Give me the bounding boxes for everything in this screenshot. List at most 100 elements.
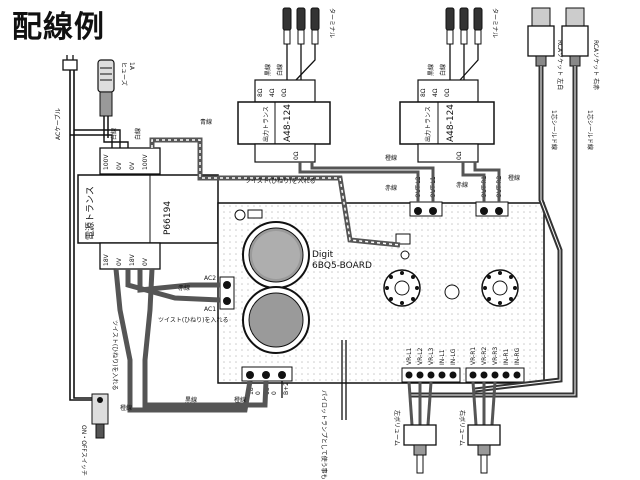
input-pad-label: VR-L1	[406, 347, 413, 365]
output-tap: 4Ω	[432, 88, 439, 97]
secondary-tap: 18V	[103, 253, 110, 266]
twisted-heater-wire-top	[149, 137, 401, 248]
output-wire-label: 白線	[439, 64, 447, 76]
input-pad-label: VR-R1	[470, 347, 477, 365]
shielded-cable-right	[410, 66, 578, 398]
output-tap: 4Ω	[269, 88, 276, 97]
power-transformer-label: 電源トランス	[85, 186, 96, 240]
volume-wires	[407, 381, 497, 426]
ac-pad-label: AC1	[204, 306, 216, 313]
input-pad-label: IN-L1	[439, 349, 446, 365]
board-name-line2: 6BQ5-BOARD	[312, 261, 372, 271]
terminal-label: ターミナル	[328, 8, 336, 38]
wire-label: 橙線	[508, 174, 520, 182]
rca-right-label: RCAソケット 右赤	[592, 40, 600, 90]
rca-left-label: RCAソケット 左白	[556, 40, 564, 90]
input-pad-label: IN-R1	[503, 348, 510, 365]
ac-cable	[69, 70, 95, 401]
primary-tap: 0V	[116, 161, 123, 170]
terminal-wires	[286, 44, 479, 81]
input-pad-label: VR-R3	[492, 347, 499, 365]
filter-capacitor-icon	[242, 221, 310, 289]
output-tap: 8Ω	[257, 88, 264, 97]
speaker-terminal-icon	[282, 7, 320, 45]
shield-right-label: 1芯シールド線	[586, 110, 594, 150]
wire-label: 橙線	[120, 404, 132, 412]
secondary-taps: 18V 0V 18V 0V	[103, 253, 149, 266]
power-transformer-model: P66194	[163, 201, 173, 235]
bottom-pad-label: 0	[255, 391, 262, 395]
input-pads	[401, 367, 525, 383]
pilot-lamp-label: パイロットランプとして使う事も	[320, 390, 328, 480]
wire-label: 青線	[200, 118, 212, 126]
primary-wire-label: 白線	[110, 128, 118, 140]
input-pad-label: VR-R2	[481, 347, 488, 365]
wire-label: ツイスト(ひねり)を入れる	[158, 317, 229, 324]
ac-pad-label: AC2	[204, 275, 216, 282]
primary-wire-label: 白線	[134, 128, 142, 140]
output-tap: 0Ω	[456, 151, 463, 160]
input-pad-label: IN-RG	[514, 347, 521, 365]
primary-tap: 0V	[129, 161, 136, 170]
bottom-pad-label: B+2	[283, 382, 290, 395]
secondary-tap: 0V	[142, 257, 149, 266]
output-wire-label: 黒線	[427, 64, 435, 76]
output-wire-label: 黒線	[264, 64, 272, 76]
ac-cable-label: ACケーブル	[54, 108, 62, 140]
primary-tap: 100V	[142, 154, 149, 170]
input-pad-label: IN-LG	[450, 348, 457, 365]
pilot-lamp-wire	[281, 340, 347, 420]
fuse-label: ヒューズ	[120, 62, 128, 86]
shield-left-label: 1芯シールド線	[550, 110, 558, 150]
wire-label: 黒線	[185, 396, 197, 404]
wire-label: ツイスト(ひねり)を入れる	[111, 320, 118, 391]
terminal-label: ターミナル	[491, 8, 499, 38]
ac-plug-icon	[62, 55, 78, 71]
board-name-line1: Digit	[312, 250, 334, 260]
output-tap: 0Ω	[281, 88, 288, 97]
volume-knob-icon	[403, 424, 437, 474]
page-title: 配線例	[12, 10, 105, 45]
shielded-cable-left	[474, 66, 563, 393]
board-hole	[400, 250, 410, 260]
tube-socket-icon	[383, 269, 421, 307]
input-pad-label: VR-L3	[428, 347, 435, 365]
volume-left-label: 左ボリューム	[393, 410, 401, 446]
wire-label: 橙線	[234, 396, 246, 404]
output-transformer-model: A48-124	[446, 104, 456, 142]
ac-pads	[219, 276, 235, 310]
wire-label: 赤線	[178, 284, 190, 292]
fuse-rating: 1A	[128, 62, 135, 71]
wire-label: 橙線	[385, 154, 397, 162]
output-taps-right: 8Ω 4Ω 0Ω 0Ω	[420, 88, 463, 160]
output-transformer-model: A48-124	[283, 104, 293, 142]
board-hole	[444, 284, 460, 300]
output-tap: 8Ω	[420, 88, 427, 97]
twisted-ac-wire	[125, 269, 221, 303]
output-tap: 0Ω	[444, 88, 451, 97]
input-pad-labels: VR-L1 VR-L2 VR-L3 IN-L1 IN-LG VR-R1 VR-R…	[406, 347, 521, 365]
primary-tap: 100V	[103, 154, 110, 170]
bottom-pads	[241, 366, 293, 382]
bottom-pad-label: 18	[248, 387, 255, 395]
tube-socket-icon	[481, 269, 519, 307]
wire-label: 赤線	[456, 181, 468, 189]
filter-capacitor-icon	[242, 286, 310, 354]
bottom-pad-label: 0	[271, 391, 278, 395]
output-taps-left: 8Ω 4Ω 0Ω 0Ω	[257, 88, 300, 160]
secondary-tap: 18V	[129, 253, 136, 266]
output-transformer-right	[399, 79, 495, 163]
output-transformer-left	[237, 79, 331, 163]
primary-taps: 100V 0V 0V 100V	[103, 154, 149, 170]
power-switch-icon	[91, 393, 109, 439]
board-component	[395, 233, 411, 245]
ac-to-transformer-wires	[70, 129, 129, 148]
twisted-vertical-wire	[113, 268, 269, 413]
wire-label: 赤線	[385, 184, 397, 192]
volume-right-label: 右ボリューム	[458, 410, 466, 446]
out-pads	[409, 201, 509, 217]
volume-knob-icon	[467, 424, 501, 474]
rca-socket-icon	[527, 7, 555, 67]
fuse-holder-icon	[97, 59, 115, 138]
